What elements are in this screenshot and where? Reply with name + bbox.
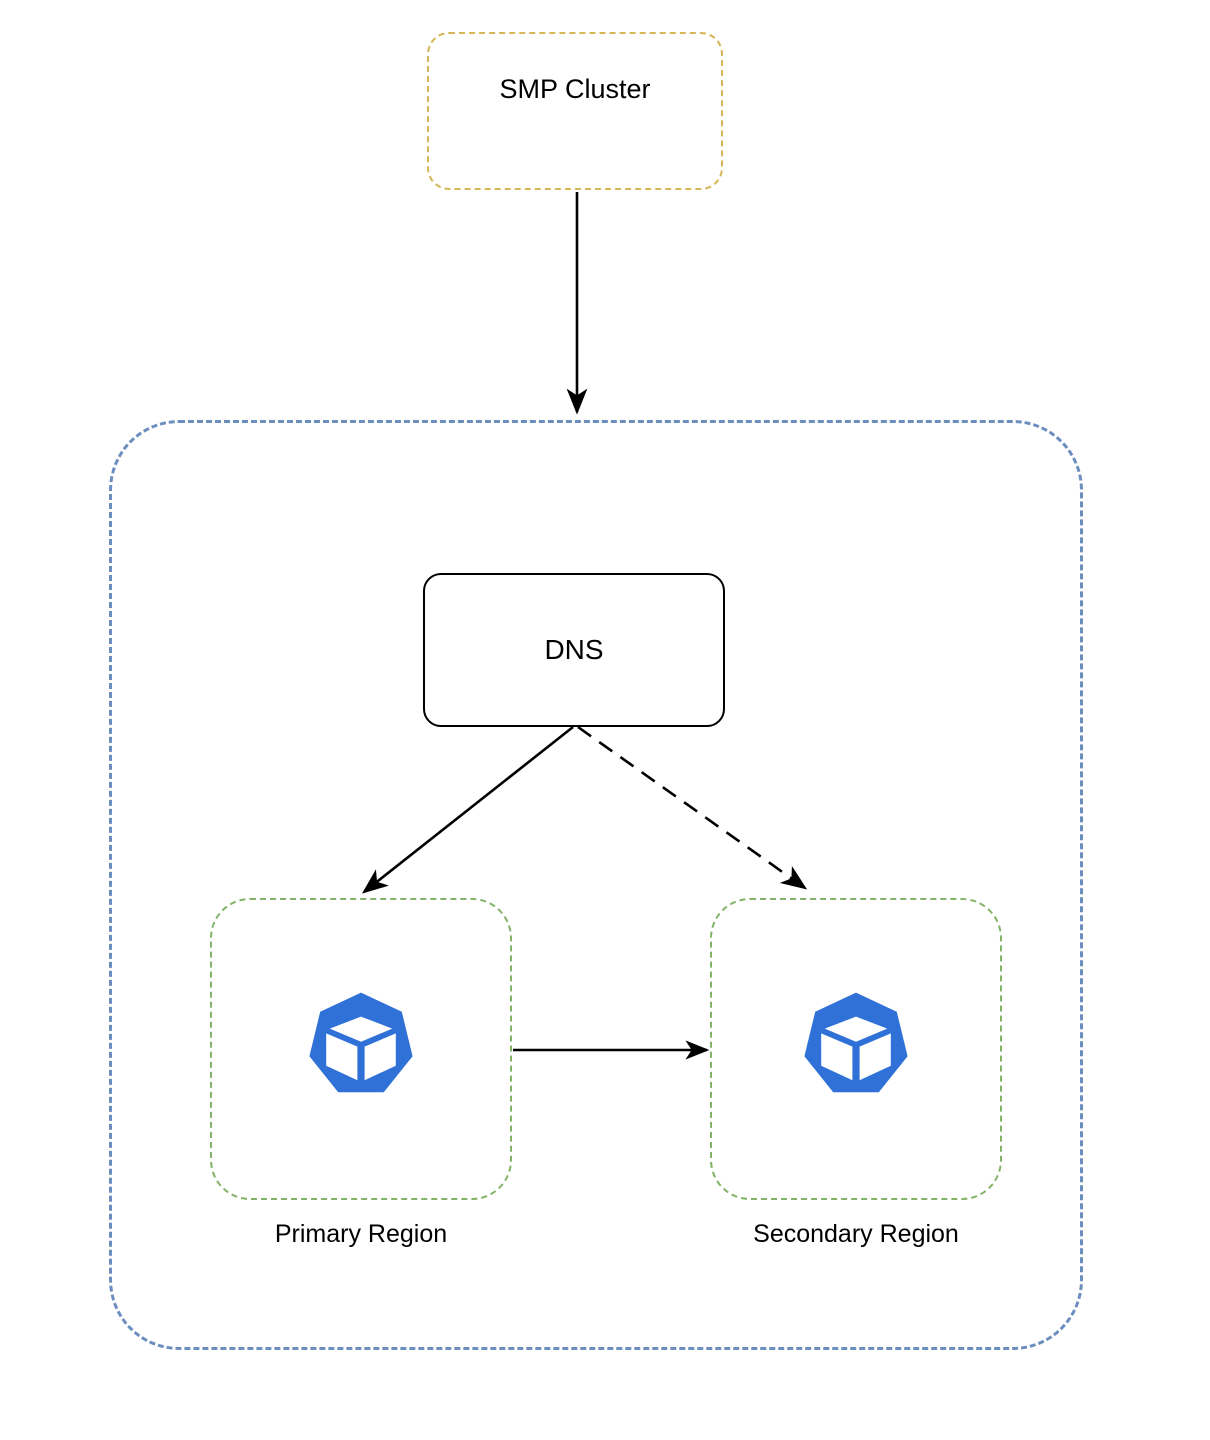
node-dns[interactable]: DNS (423, 573, 725, 727)
secondary-region-label: Secondary Region (753, 1220, 959, 1248)
smp-cluster-label: SMP Cluster (499, 73, 651, 104)
node-primary-region[interactable] (210, 898, 512, 1200)
cloud-boundary-group (109, 420, 1083, 1350)
node-secondary-region[interactable] (710, 898, 1002, 1200)
kubernetes-icon (309, 992, 413, 1093)
dns-label: DNS (544, 634, 604, 665)
primary-region-label: Primary Region (274, 1220, 448, 1248)
node-smp-cluster[interactable]: SMP Cluster (427, 32, 723, 190)
kubernetes-icon (804, 992, 908, 1093)
